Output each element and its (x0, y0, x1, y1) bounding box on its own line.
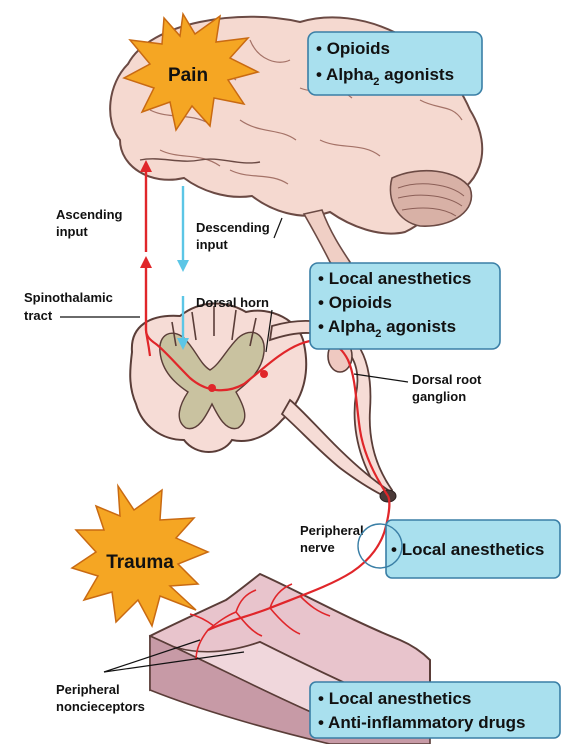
brain-box-bullet-1: • Opioids (316, 39, 390, 58)
descending-label-line2: input (196, 237, 228, 252)
nociceptors-label-line1: Peripheral (56, 682, 120, 697)
trauma-burst: Trauma (72, 486, 208, 626)
spinal-box-bullet-2: • Opioids (318, 293, 392, 312)
peripheral-nerve-label-line1: Peripheral (300, 523, 364, 538)
ascending-label: Ascending input (56, 207, 123, 239)
periphery-box-bullet-2: • Anti-inflammatory drugs (318, 713, 525, 732)
descending-leader (274, 218, 282, 238)
descending-label: Descending input (196, 220, 270, 252)
brain-drug-box: • Opioids • Alpha2 agonists (308, 32, 482, 95)
second-synapse (260, 370, 268, 378)
ascending-label-line1: Ascending (56, 207, 123, 222)
nociceptors-label: Peripheral noncieceptors (56, 682, 145, 714)
drg-label-line1: Dorsal root (412, 372, 482, 387)
nociceptors-label-line2: noncieceptors (56, 699, 145, 714)
pain-burst-label: Pain (168, 65, 208, 86)
nerve-drug-box: • Local anesthetics (386, 520, 560, 578)
spinothalamic-label-line1: Spinothalamic (24, 290, 113, 305)
drg-label: Dorsal root ganglion (412, 372, 482, 404)
ascending-label-line2: input (56, 224, 88, 239)
trauma-burst-label: Trauma (106, 552, 174, 573)
spinal-drug-box: • Local anesthetics • Opioids • Alpha2 a… (310, 263, 500, 349)
peripheral-nerve-label: Peripheral nerve (300, 523, 364, 555)
spinal-box-bullet-1: • Local anesthetics (318, 269, 471, 288)
periphery-box-bullet-1: • Local anesthetics (318, 689, 471, 708)
spinothalamic-label: Spinothalamic tract (24, 290, 113, 323)
drg-label-line2: ganglion (412, 389, 466, 404)
peripheral-nerve-label-line2: nerve (300, 540, 335, 555)
nerve-box-bullet-1: • Local anesthetics (391, 540, 544, 559)
dorsal-horn-label: Dorsal horn (196, 295, 269, 310)
spinothalamic-label-line2: tract (24, 308, 53, 323)
periphery-drug-box: • Local anesthetics • Anti-inflammatory … (310, 682, 560, 738)
descending-label-line1: Descending (196, 220, 270, 235)
dorsal-horn-synapse (208, 384, 216, 392)
